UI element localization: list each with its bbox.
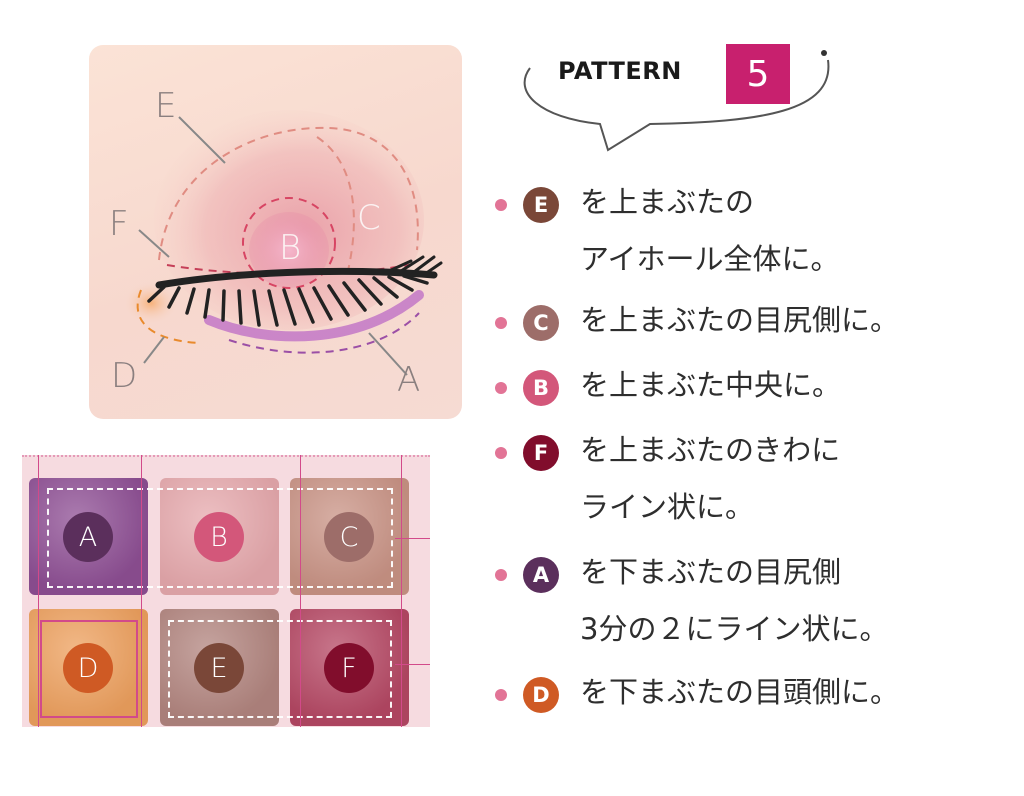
guide-line: [395, 538, 430, 539]
guide-line: [38, 455, 39, 727]
pan-letter-badge: F: [324, 643, 374, 693]
bullet-dot: [495, 447, 507, 459]
instruction-text: を上まぶたの: [580, 185, 755, 219]
pan-letter-badge: D: [63, 643, 113, 693]
palette-pan-e: E: [160, 609, 279, 726]
palette-pan-c: C: [290, 478, 409, 595]
instruction-text: を下まぶたの目尻側: [580, 555, 842, 589]
bullet-dot: [495, 317, 507, 329]
pattern-number: 5: [726, 44, 790, 104]
bullet-dot: [495, 569, 507, 581]
eye-diagram: E F B C D A: [89, 45, 462, 419]
palette-pan-f: F: [290, 609, 409, 726]
instruction-text: を下まぶたの目頭側に。: [580, 675, 900, 709]
zone-label-f: F: [109, 204, 129, 244]
shade-badge: D: [523, 677, 559, 713]
guide-line: [300, 455, 301, 727]
bullet-dot: [495, 689, 507, 701]
eye-illustration: [123, 110, 443, 376]
palette-pan-b: B: [160, 478, 279, 595]
instruction-text: アイホール全体に。: [580, 242, 840, 276]
pan-letter-badge: C: [324, 512, 374, 562]
pattern-bubble-outline: [523, 50, 830, 152]
guide-line: [395, 664, 430, 665]
palette-dotted-edge: [22, 455, 430, 457]
zone-label-a: A: [397, 360, 421, 400]
instruction-text: ライン状に。: [580, 490, 755, 524]
instruction-text: 3分の２にライン状に。: [580, 612, 889, 646]
instruction-text: を上まぶたの目尻側に。: [580, 303, 900, 337]
instruction-text: を上まぶたのきわに: [580, 433, 841, 467]
pan-letter-badge: A: [63, 512, 113, 562]
shade-badge: A: [523, 557, 559, 593]
palette-selection-outline: [168, 620, 392, 718]
zone-label-c: C: [357, 198, 381, 238]
zone-label-b: B: [279, 228, 302, 268]
pan-letter-badge: B: [194, 512, 244, 562]
palette-selection-outline: [47, 488, 393, 588]
shade-badge: C: [523, 305, 559, 341]
pan-letter-badge: E: [194, 643, 244, 693]
palette-pan-d: D: [29, 609, 148, 726]
shade-badge: B: [523, 370, 559, 406]
palette-selection-outline: [40, 620, 138, 718]
guide-line: [141, 455, 142, 727]
pattern-title: PATTERN: [558, 57, 682, 85]
shade-badge: F: [523, 435, 559, 471]
bullet-dot: [495, 382, 507, 394]
zone-label-e: E: [155, 86, 177, 126]
zone-label-d: D: [111, 356, 138, 396]
shade-badge: E: [523, 187, 559, 223]
bullet-dot: [495, 199, 507, 211]
guide-line: [401, 455, 402, 727]
instruction-text: を上まぶた中央に。: [580, 368, 842, 402]
